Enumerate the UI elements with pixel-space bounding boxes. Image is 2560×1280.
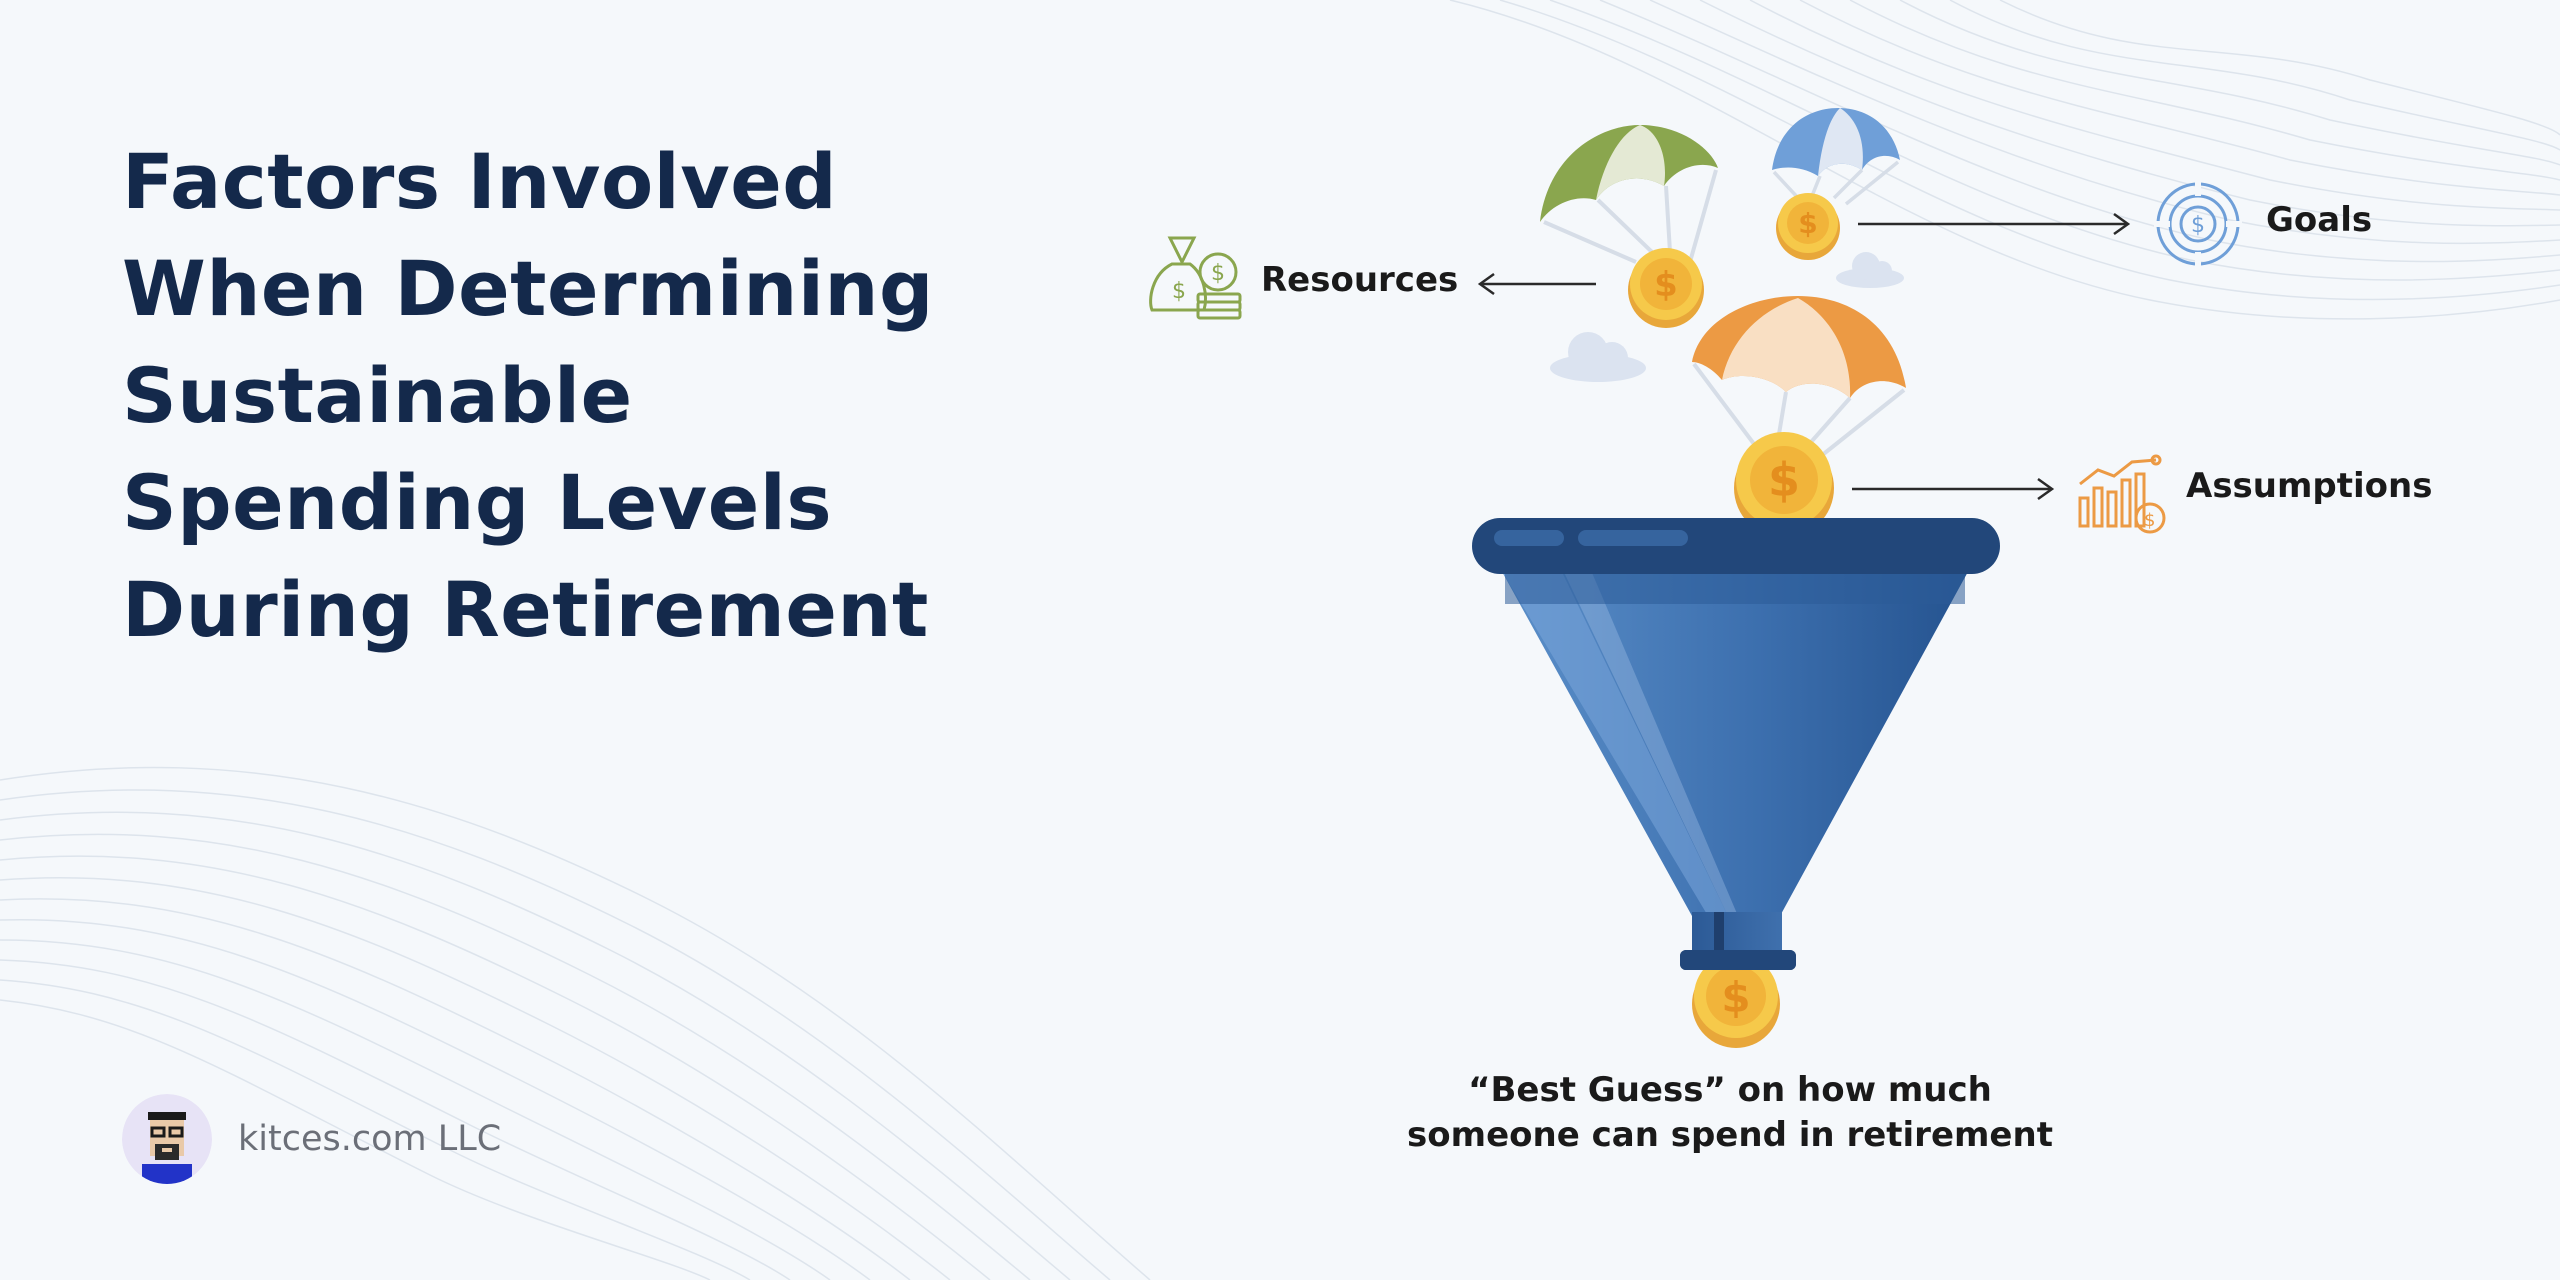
title-line: Sustainable [122, 351, 633, 440]
funnel [1472, 518, 2000, 970]
coin-blue-chute: $ [1776, 193, 1840, 260]
brand: kitces.com LLC [122, 1094, 501, 1184]
caption-line: someone can spend in retirement [1407, 1115, 2053, 1155]
funnel-caption: “Best Guess” on how much someone can spe… [1360, 1068, 2100, 1158]
money-bag-icon: $ $ [1149, 236, 1242, 320]
arrows [1477, 212, 2131, 501]
coin-symbol: $ [1172, 279, 1186, 304]
cloud-right [1836, 252, 1904, 288]
coin-symbol: $ [2144, 510, 2155, 531]
target-icon: $ [2154, 180, 2242, 268]
growth-chart-icon: $ [2078, 454, 2166, 534]
caption-line: “Best Guess” on how much [1468, 1070, 1992, 1110]
parachute-blue [1772, 108, 1900, 206]
coin-symbol: $ [1721, 973, 1750, 1022]
title-line: During Retirement [122, 565, 929, 654]
coin-symbol: $ [2191, 213, 2205, 238]
title-line: When Determining [122, 244, 934, 333]
coin-symbol: $ [1768, 453, 1800, 507]
label-resources: Resources [1261, 260, 1459, 300]
coin-symbol: $ [1798, 207, 1817, 240]
brand-name: kitces.com LLC [238, 1119, 502, 1159]
label-assumptions: Assumptions [2186, 466, 2433, 506]
title-line: Factors Involved [122, 137, 838, 226]
coin-symbol: $ [1211, 261, 1225, 286]
title-line: Spending Levels [122, 458, 833, 547]
cloud-left [1550, 332, 1646, 382]
label-goals: Goals [2266, 200, 2373, 240]
page-title: Factors Involved When Determining Sustai… [122, 128, 1022, 663]
coin-output: $ [1680, 950, 1796, 1048]
parachute-green [1540, 125, 1718, 264]
coin-symbol: $ [1654, 265, 1678, 305]
parachute-orange [1692, 296, 1906, 462]
coin-orange-chute: $ [1734, 432, 1834, 538]
avatar [122, 1094, 212, 1184]
coin-green-chute: $ [1628, 248, 1704, 328]
avatar-icon [122, 1094, 212, 1184]
